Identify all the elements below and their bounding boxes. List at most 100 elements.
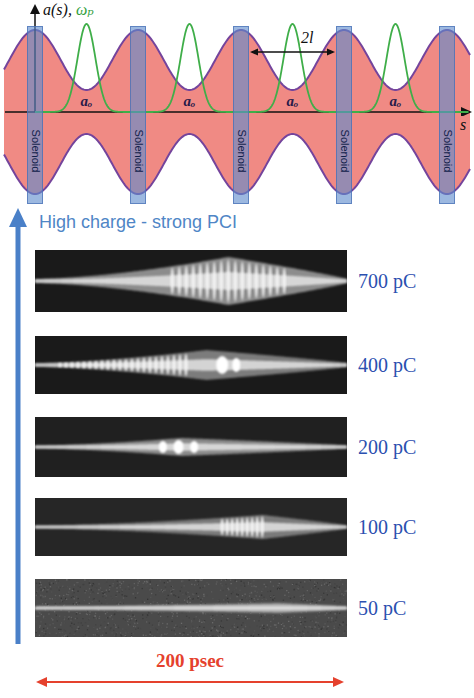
noise-dot [69, 579, 70, 580]
noise-dot [171, 618, 172, 619]
noise-dot [171, 593, 172, 594]
noise-dot [204, 620, 205, 621]
noise-dot [78, 585, 79, 586]
noise-dot [212, 598, 213, 599]
noise-dot [309, 626, 310, 627]
noise-dot [186, 603, 187, 604]
noise-dot [214, 636, 215, 637]
noise-dot [166, 627, 167, 628]
noise-dot [147, 614, 148, 615]
noise-dot [291, 617, 292, 618]
noise-dot [62, 632, 63, 633]
noise-dot [315, 585, 316, 586]
noise-dot [300, 617, 301, 618]
noise-dot [218, 600, 219, 601]
noise-dot [129, 589, 130, 590]
noise-dot [163, 612, 164, 613]
noise-dot [301, 636, 302, 637]
noise-dot [318, 637, 319, 638]
noise-dot [236, 581, 237, 582]
noise-dot [304, 627, 305, 628]
streak-background [35, 417, 347, 477]
noise-dot [304, 583, 305, 584]
noise-dot [336, 635, 337, 636]
noise-dot [290, 628, 291, 629]
noise-dot [69, 586, 70, 587]
noise-dot [44, 601, 45, 602]
noise-dot [117, 596, 118, 597]
noise-dot [145, 581, 146, 582]
noise-dot [344, 600, 345, 601]
noise-dot [174, 637, 175, 638]
noise-dot [179, 600, 180, 601]
noise-dot [288, 596, 289, 597]
noise-dot [202, 612, 203, 613]
noise-dot [117, 611, 118, 612]
noise-dot [46, 588, 47, 589]
noise-dot [44, 596, 45, 597]
noise-dot [345, 591, 346, 592]
noise-dot [300, 622, 301, 623]
noise-dot [231, 612, 232, 613]
bright-blob [174, 440, 184, 454]
arrowhead [327, 49, 335, 56]
noise-dot [212, 622, 213, 623]
noise-dot [337, 588, 338, 589]
noise-dot [134, 588, 135, 589]
noise-dot [270, 621, 271, 622]
noise-dot [55, 605, 56, 606]
noise-dot [126, 596, 127, 597]
noise-dot [74, 636, 75, 637]
noise-dot [99, 600, 100, 601]
noise-dot [49, 624, 50, 625]
noise-dot [167, 582, 168, 583]
noise-dot [254, 630, 255, 631]
noise-dot [238, 615, 239, 616]
noise-dot [109, 616, 110, 617]
noise-dot [181, 582, 182, 583]
noise-dot [77, 591, 78, 592]
noise-dot [171, 612, 172, 613]
noise-dot [226, 619, 227, 620]
noise-dot [82, 618, 83, 619]
noise-dot [239, 633, 240, 634]
noise-dot [340, 579, 341, 580]
noise-dot [220, 635, 221, 636]
noise-dot [125, 636, 126, 637]
noise-dot [117, 584, 118, 585]
noise-dot [186, 628, 187, 629]
noise-dot [58, 580, 59, 581]
noise-dot [133, 593, 134, 594]
streak-image [35, 498, 347, 556]
noise-dot [128, 584, 129, 585]
noise-dot [86, 613, 87, 614]
noise-dot [254, 620, 255, 621]
noise-dot [197, 584, 198, 585]
noise-dot [279, 583, 280, 584]
noise-dot [226, 588, 227, 589]
noise-dot [189, 596, 190, 597]
noise-dot [314, 626, 315, 627]
noise-dot [91, 589, 92, 590]
noise-dot [344, 616, 345, 617]
noise-dot [225, 599, 226, 600]
noise-dot [116, 632, 117, 633]
noise-dot [266, 627, 267, 628]
noise-dot [116, 592, 117, 593]
noise-dot [231, 583, 232, 584]
noise-dot [276, 627, 277, 628]
noise-dot [141, 600, 142, 601]
noise-dot [211, 591, 212, 592]
noise-dot [167, 628, 168, 629]
noise-dot [185, 626, 186, 627]
noise-dot [236, 623, 237, 624]
noise-dot [249, 600, 250, 601]
noise-dot [179, 633, 180, 634]
noise-dot [49, 610, 50, 611]
noise-dot [123, 618, 124, 619]
noise-dot [325, 614, 326, 615]
noise-dot [334, 632, 335, 633]
noise-dot [198, 635, 199, 636]
noise-dot [47, 589, 48, 590]
noise-dot [191, 584, 192, 585]
